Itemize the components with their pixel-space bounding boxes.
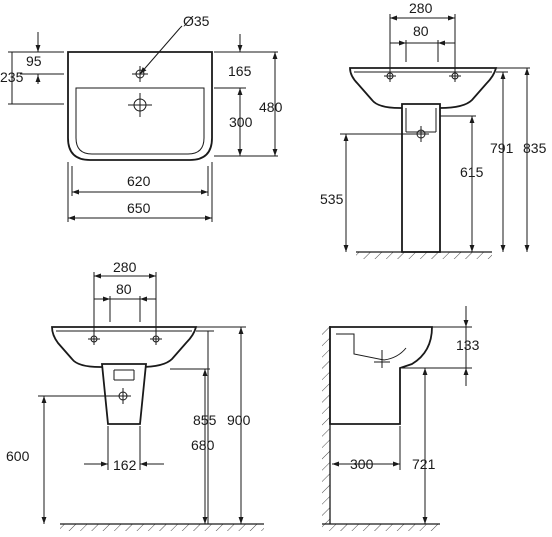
dim-615: 615	[460, 164, 484, 180]
dim-650: 650	[127, 200, 151, 216]
dim-300-side: 300	[350, 456, 374, 472]
dim-165: 165	[228, 63, 252, 79]
dim-855: 855	[193, 412, 217, 428]
dim-835: 835	[523, 140, 547, 156]
dim-280-semi: 280	[113, 259, 137, 275]
dim-162: 162	[113, 457, 137, 473]
basin-side-outline	[329, 326, 433, 425]
dim-480: 480	[259, 99, 283, 115]
basin-front-outline	[349, 67, 498, 109]
dim-80-semi: 80	[116, 281, 132, 297]
front-pedestal-view: 280 80 535 615 791 835	[320, 0, 547, 259]
dim-235: 235	[0, 69, 24, 85]
dim-133: 133	[456, 337, 480, 353]
front-semi-pedestal-view: 280 80 600 162 680 855 900	[6, 259, 264, 531]
basin-front-outline-2	[51, 326, 198, 368]
dim-300-top: 300	[229, 114, 253, 130]
basin-bowl-outline	[75, 87, 205, 155]
dim-620: 620	[127, 173, 151, 189]
dim-680: 680	[191, 437, 215, 453]
top-view: Ø35 95 235 165 300 480 620 650	[0, 13, 283, 222]
semi-pedestal	[101, 363, 147, 425]
side-view: 133 300 721	[322, 306, 480, 531]
dim-721: 721	[412, 456, 436, 472]
dim-95: 95	[26, 53, 42, 69]
dim-600: 600	[6, 448, 30, 464]
dim-80-pedestal: 80	[413, 23, 429, 39]
dim-280-pedestal: 280	[409, 0, 433, 16]
dim-900: 900	[227, 412, 251, 428]
dim-hole-diameter: Ø35	[183, 13, 210, 29]
dim-535: 535	[320, 191, 344, 207]
dim-791: 791	[490, 140, 514, 156]
